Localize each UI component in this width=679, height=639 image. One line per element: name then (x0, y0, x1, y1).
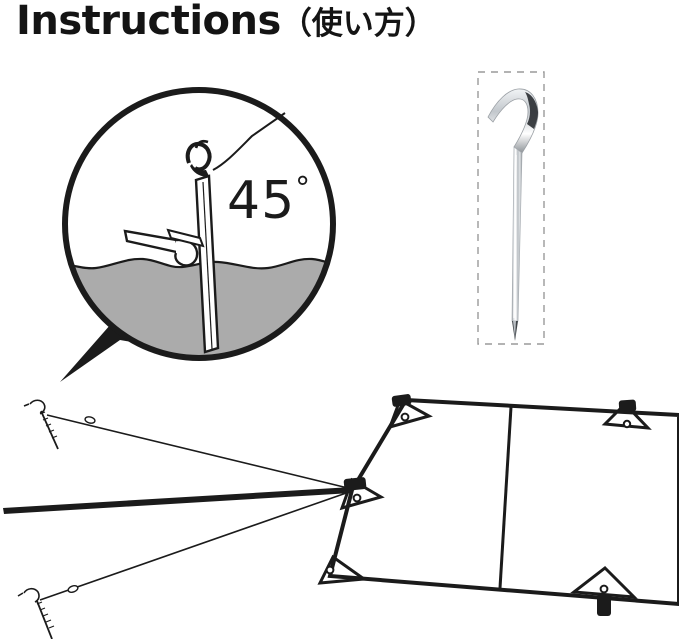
stake-upper-left (23, 399, 59, 450)
cord-band-upper (166, 228, 205, 248)
page-title-jp: （使い方） (280, 6, 436, 42)
guy-line-lower (39, 490, 353, 601)
stake-lower-left-hook (23, 587, 40, 603)
corner-tab-bottom-left (317, 554, 369, 585)
corner-tab-top-left-triangle (387, 397, 433, 430)
corner-tab-bottom-left-grommet (325, 565, 335, 575)
corner-tab-mid-left (339, 477, 385, 511)
stake-shaft-highlight (202, 181, 213, 350)
tent-stake-product-photo (477, 71, 545, 345)
stake-hook-in-callout (185, 141, 212, 172)
tarp-seam-line (498, 406, 513, 589)
degree-symbol: ° (295, 171, 312, 206)
corner-tab-top-left-webbing (391, 394, 412, 407)
angle-label: 45° (227, 171, 312, 228)
corner-tab-mid-left-grommet (352, 493, 362, 503)
stake-upper-left-hook-tip (23, 403, 30, 407)
guy-line-in-callout (212, 112, 286, 171)
stake-lower-left-ribs (36, 601, 55, 629)
stake-upper-left-hook (29, 399, 46, 414)
tarp-setup-diagram (3, 394, 679, 639)
stake-upper-left-ribs (39, 411, 58, 439)
stake-hook-shadow (190, 164, 209, 177)
corner-tab-top-right-webbing (618, 399, 637, 413)
page-title: Instructions（使い方） (16, 0, 436, 46)
stake-shaft-specular (513, 154, 517, 319)
stake-lower-left (17, 587, 55, 639)
angle-value: 45 (227, 171, 296, 231)
corner-tab-top-right-grommet (622, 419, 632, 429)
stake-upper-left-shaft (40, 410, 59, 450)
stake-lower-left-hook-tip (17, 592, 24, 597)
corner-tab-top-left (387, 394, 433, 430)
corner-tab-top-right (601, 399, 652, 430)
angle-callout-circle (60, 87, 336, 382)
corner-tab-mid-left-webbing (343, 477, 367, 491)
stake-lower-left-shaft (36, 600, 53, 639)
stake-tip-highlight (513, 321, 516, 338)
corner-tab-bottom-right (570, 566, 638, 616)
line-tensioner-lower (67, 585, 79, 593)
corner-tab-mid-left-triangle (339, 477, 385, 511)
guy-line-upper (46, 414, 353, 490)
callout-circle-outline (62, 87, 336, 361)
stake-hook-tip (194, 139, 209, 149)
stake-hook-shadow-detail (525, 92, 538, 129)
page-title-en: Instructions (16, 0, 281, 44)
line-tensioner-upper (84, 416, 96, 424)
corner-tab-bottom-right-webbing (597, 594, 611, 616)
corner-tab-top-left-grommet (400, 412, 410, 422)
ridge-pole (3, 487, 352, 514)
corner-tab-bottom-right-grommet (599, 584, 609, 594)
